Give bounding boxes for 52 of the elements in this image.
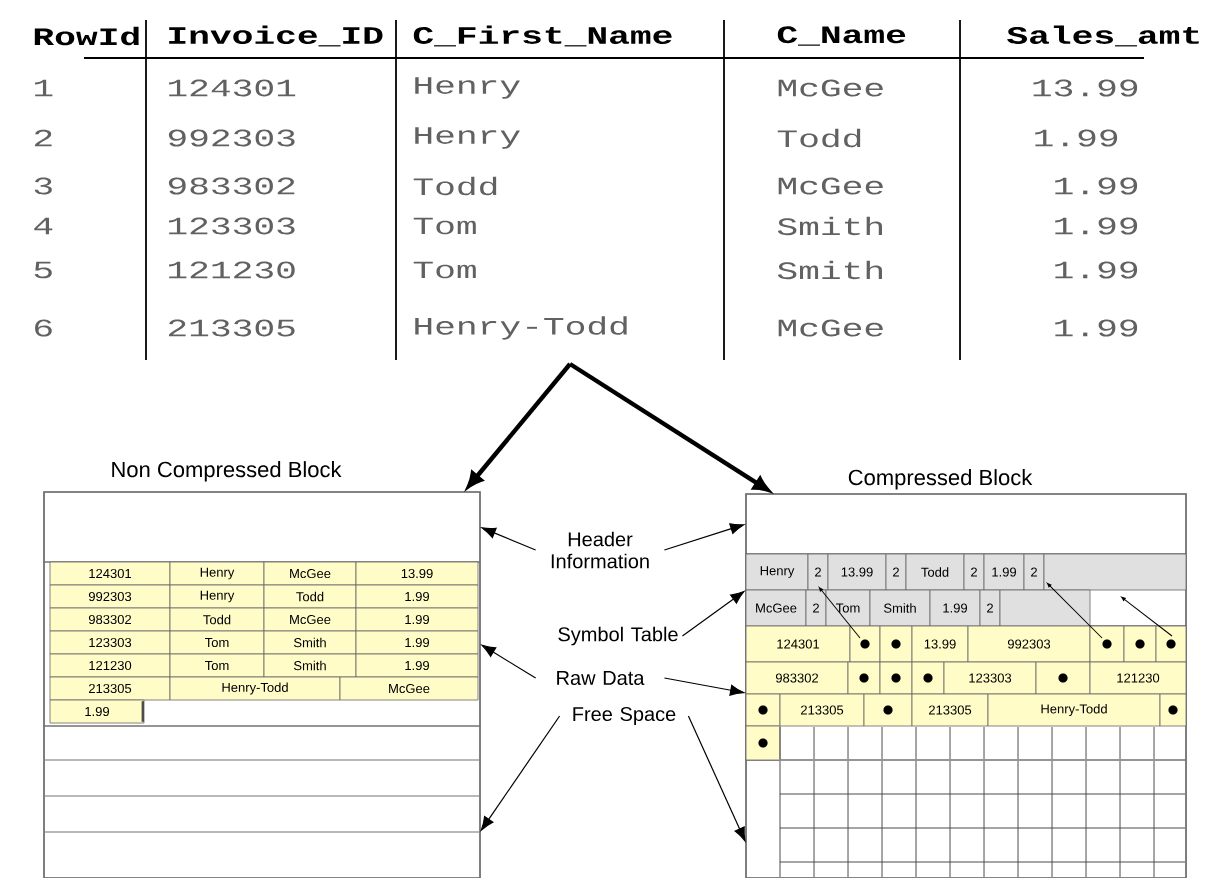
table-value: 5 <box>34 261 52 279</box>
table-value: McGee <box>778 177 883 195</box>
table-value: 1.99 <box>1055 177 1138 195</box>
leader-line <box>481 527 537 551</box>
free-space-area <box>745 759 1187 878</box>
table-value: 1.99 <box>1055 261 1138 279</box>
table-value: 1.99 <box>1055 217 1138 235</box>
table-value: Todd <box>413 176 497 196</box>
table-value: 13.99 <box>1033 79 1138 97</box>
table-value: Henry <box>415 127 520 149</box>
table-value: Smith <box>777 260 882 280</box>
leader-line <box>663 523 745 551</box>
column-header: Invoice_ID <box>169 25 383 47</box>
node-label: Compressed Block <box>848 469 1033 490</box>
leader-line <box>681 590 745 637</box>
leader-line <box>480 715 561 831</box>
arrow <box>467 362 572 488</box>
leader-line <box>663 677 745 696</box>
table-value: 124301 <box>169 79 296 97</box>
table-value: 121230 <box>169 261 295 279</box>
column-header: C_Name <box>777 26 906 46</box>
table-value: Henry <box>415 77 520 99</box>
column-header: Sales_amt <box>1007 25 1199 47</box>
table-value: 4 <box>34 217 53 235</box>
table-value: 2 <box>34 129 52 147</box>
table-value: 123303 <box>169 217 295 235</box>
leader-line <box>687 715 746 842</box>
table-value: 213305 <box>168 319 295 337</box>
table-value: 1.99 <box>1055 319 1138 337</box>
leader-line <box>481 644 537 679</box>
table-value: 992303 <box>168 129 295 147</box>
table-value: 983302 <box>168 177 295 195</box>
table-value: McGee <box>778 319 883 337</box>
callout-label: Free Space <box>573 706 676 726</box>
table-value: Henry-Todd <box>415 316 627 340</box>
callout-label: Raw Data <box>557 671 645 685</box>
node-label: Non Compressed Block <box>112 461 342 482</box>
table-value: Todd <box>777 128 861 148</box>
table-value: 1.99 <box>1035 129 1118 147</box>
table-value: 1 <box>35 79 53 97</box>
table-value: Tom <box>413 217 476 235</box>
table-value: 3 <box>34 177 52 195</box>
table-value: McGee <box>778 79 883 97</box>
table-value: 6 <box>35 319 52 337</box>
column-header: C_First_Name <box>413 25 672 47</box>
callout-label: Symbol Table <box>558 626 678 646</box>
arrow <box>568 362 770 492</box>
free-space-area <box>43 725 481 878</box>
table-value: Smith <box>777 216 882 236</box>
table-value: Tom <box>413 261 476 279</box>
callout-label: Header Information <box>551 531 649 569</box>
column-header: RowId <box>34 26 139 46</box>
